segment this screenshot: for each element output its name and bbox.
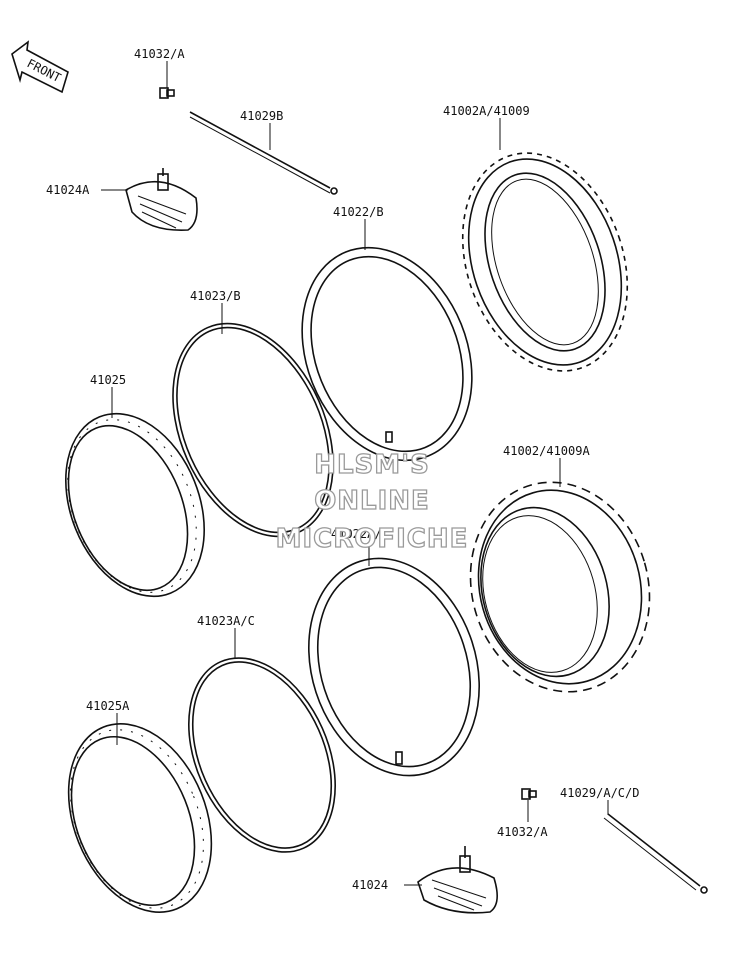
front-tire-icon <box>469 481 651 693</box>
leader-lines <box>101 61 609 886</box>
upper-rim-icon <box>65 412 205 598</box>
spoke-icon <box>189 111 338 195</box>
front-arrow-icon: FRONT <box>11 40 69 94</box>
lower-tube-icon <box>308 557 480 777</box>
rim-lock-icon <box>125 168 198 231</box>
part-label: 41029/A/C/D <box>560 786 639 800</box>
valve-nut-icon <box>521 788 537 800</box>
part-label: 41029B <box>240 109 283 123</box>
part-label: 41024 <box>352 878 388 892</box>
part-label: 41023/B <box>190 289 241 303</box>
part-label: 41032/A <box>134 47 185 61</box>
part-label: 41023A/C <box>197 614 255 628</box>
rim-lock-icon <box>417 846 498 914</box>
part-label: 41024A <box>46 183 90 197</box>
part-label: 41025A <box>86 699 130 713</box>
watermark-line-2: ONLINE <box>314 486 430 516</box>
part-label: 41025 <box>90 373 126 387</box>
part-label: 41032/A <box>497 825 548 839</box>
part-label: 41022A/C <box>331 527 389 541</box>
part-label: 41002A/41009 <box>443 104 530 118</box>
part-label: 41022/B <box>333 205 384 219</box>
lower-rim-tape-icon <box>188 657 336 853</box>
spoke-icon <box>603 813 708 894</box>
lower-rim-icon <box>67 723 213 913</box>
valve-nut-icon <box>159 87 175 99</box>
front-label: FRONT <box>25 56 64 85</box>
watermark-line-3: MICROFICHE <box>276 524 469 554</box>
upper-rim-tape-icon <box>172 322 334 538</box>
rear-tire-icon <box>461 152 629 372</box>
part-label: 41002/41009A <box>503 444 590 458</box>
upper-tube-icon <box>301 246 473 462</box>
watermark-line-1: HLSM'S <box>314 450 430 480</box>
